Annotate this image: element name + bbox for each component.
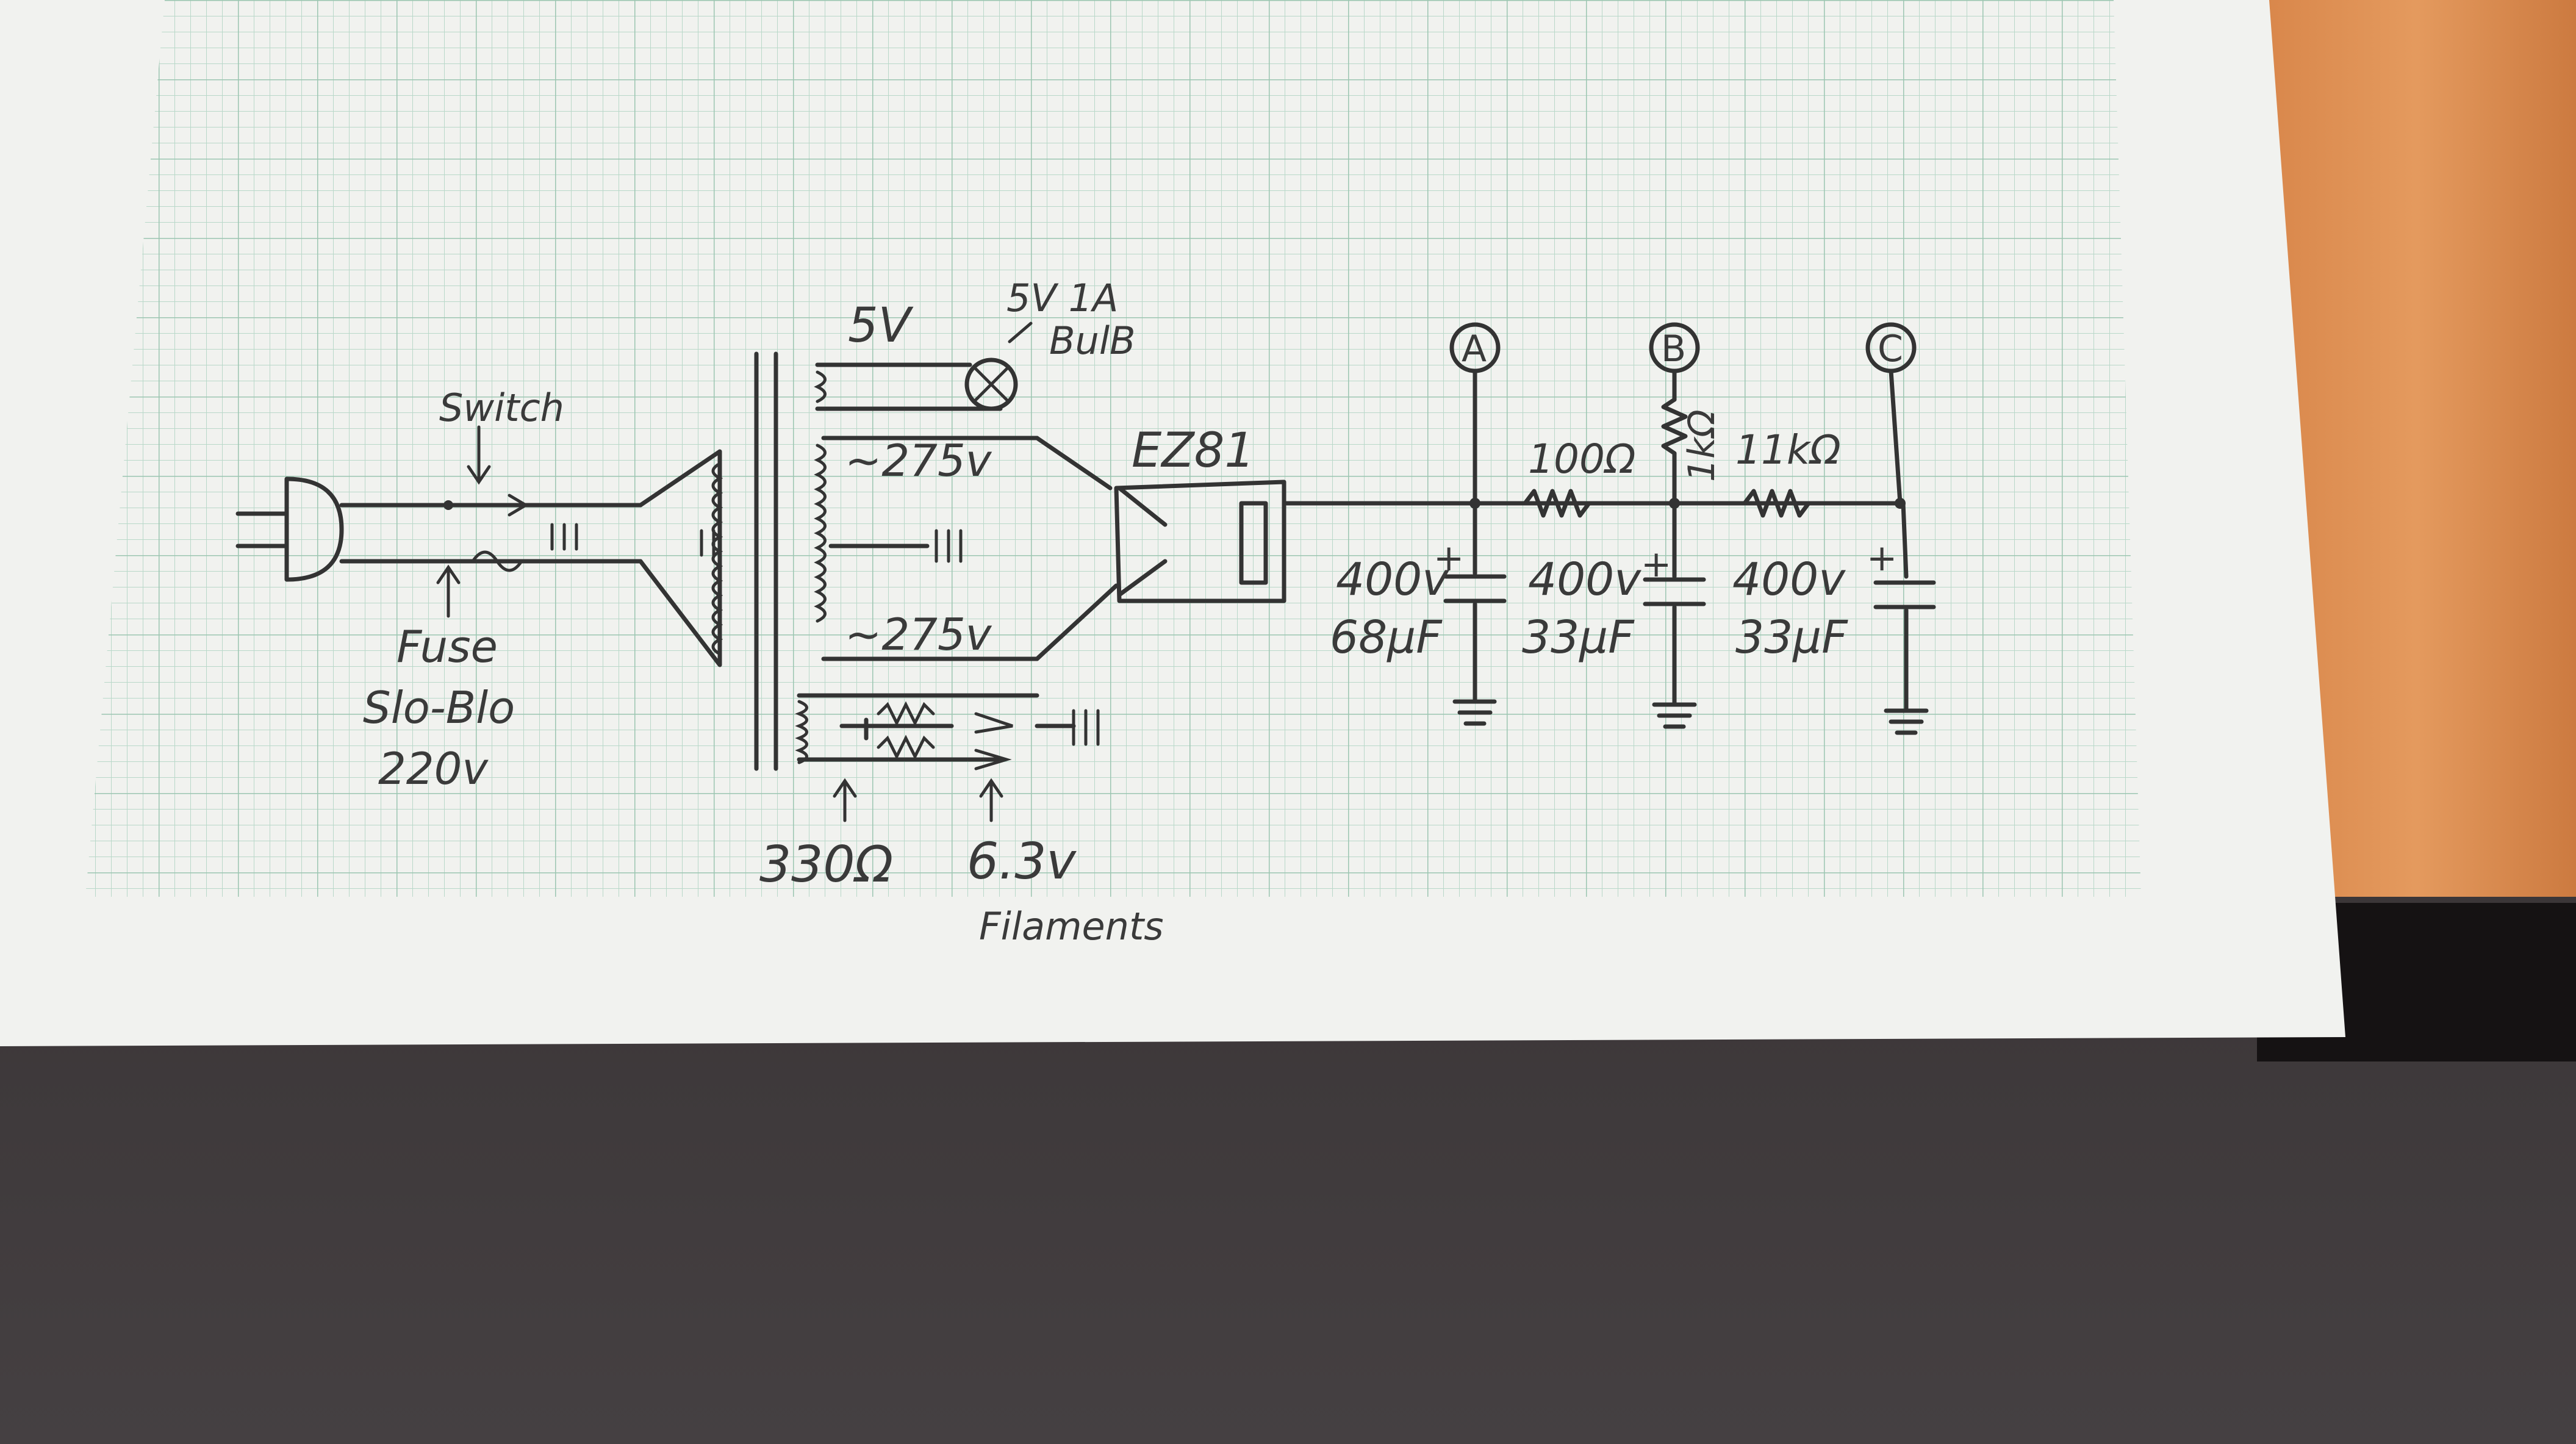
cap1-voltage: 400v	[1336, 553, 1449, 606]
resistor-r1	[1523, 489, 1591, 518]
fuse-type-label: Slo-Blo	[363, 682, 515, 733]
lamp-winding	[814, 362, 1003, 411]
indicator-bulb	[964, 321, 1033, 411]
bulb-rating-label: 5V 1A	[1006, 276, 1118, 320]
r1-label: 100Ω	[1528, 436, 1635, 483]
filament-voltage-label: 6.3v	[967, 833, 1077, 891]
transformer-core	[754, 351, 778, 771]
filament-resistor-label: 330Ω	[759, 836, 893, 894]
r2-label: 11kΩ	[1735, 426, 1841, 473]
switch-symbol	[443, 425, 529, 517]
hv-winding	[814, 436, 1039, 661]
cap1-plus: +	[1433, 537, 1464, 580]
filaments-caption: Filaments	[979, 904, 1164, 949]
emi-capacitor-symbol	[550, 523, 578, 551]
switch-label: Switch	[439, 386, 564, 430]
test-point-a-label: A	[1462, 328, 1487, 370]
fuse-label: Fuse	[396, 621, 498, 672]
ground-2	[1652, 702, 1697, 729]
ground-1	[1452, 699, 1497, 726]
resistor-r2	[1742, 489, 1811, 518]
capacitor-3	[1873, 501, 1936, 713]
filament-resistor-symbol	[877, 701, 1100, 770]
cap2-value: 33µF	[1522, 611, 1635, 664]
mains-plug	[235, 476, 344, 582]
mains-voltage-label: 220v	[378, 743, 489, 794]
lamp-winding-label: 5V	[848, 298, 914, 353]
capacitor-2	[1643, 501, 1706, 707]
transformer-primary	[638, 449, 723, 667]
rectifier-label: EZ81	[1132, 423, 1255, 478]
cap1-value: 68µF	[1330, 611, 1443, 664]
graph-paper-grid	[85, 0, 2141, 897]
rectifier-tube	[1035, 436, 1286, 661]
cap2-voltage: 400v	[1528, 553, 1641, 606]
fuse-symbol	[436, 550, 523, 618]
hv-upper-label: ~275v	[845, 435, 992, 486]
cap3-voltage: 400v	[1732, 553, 1846, 606]
bulb-label: BulB	[1049, 318, 1136, 363]
bleeder-label: 1kΩ	[1681, 409, 1723, 482]
filament-arrows	[833, 778, 1003, 822]
test-point-b	[1649, 322, 1700, 509]
test-point-c-label: C	[1878, 328, 1903, 370]
hv-lower-label: ~275v	[845, 609, 992, 660]
cap3-plus: +	[1867, 537, 1897, 580]
test-point-b-label: B	[1661, 328, 1686, 370]
capacitor-1	[1443, 501, 1507, 704]
ground-3	[1884, 708, 1929, 735]
cap2-plus: +	[1641, 543, 1671, 586]
cap3-value: 33µF	[1735, 611, 1848, 664]
